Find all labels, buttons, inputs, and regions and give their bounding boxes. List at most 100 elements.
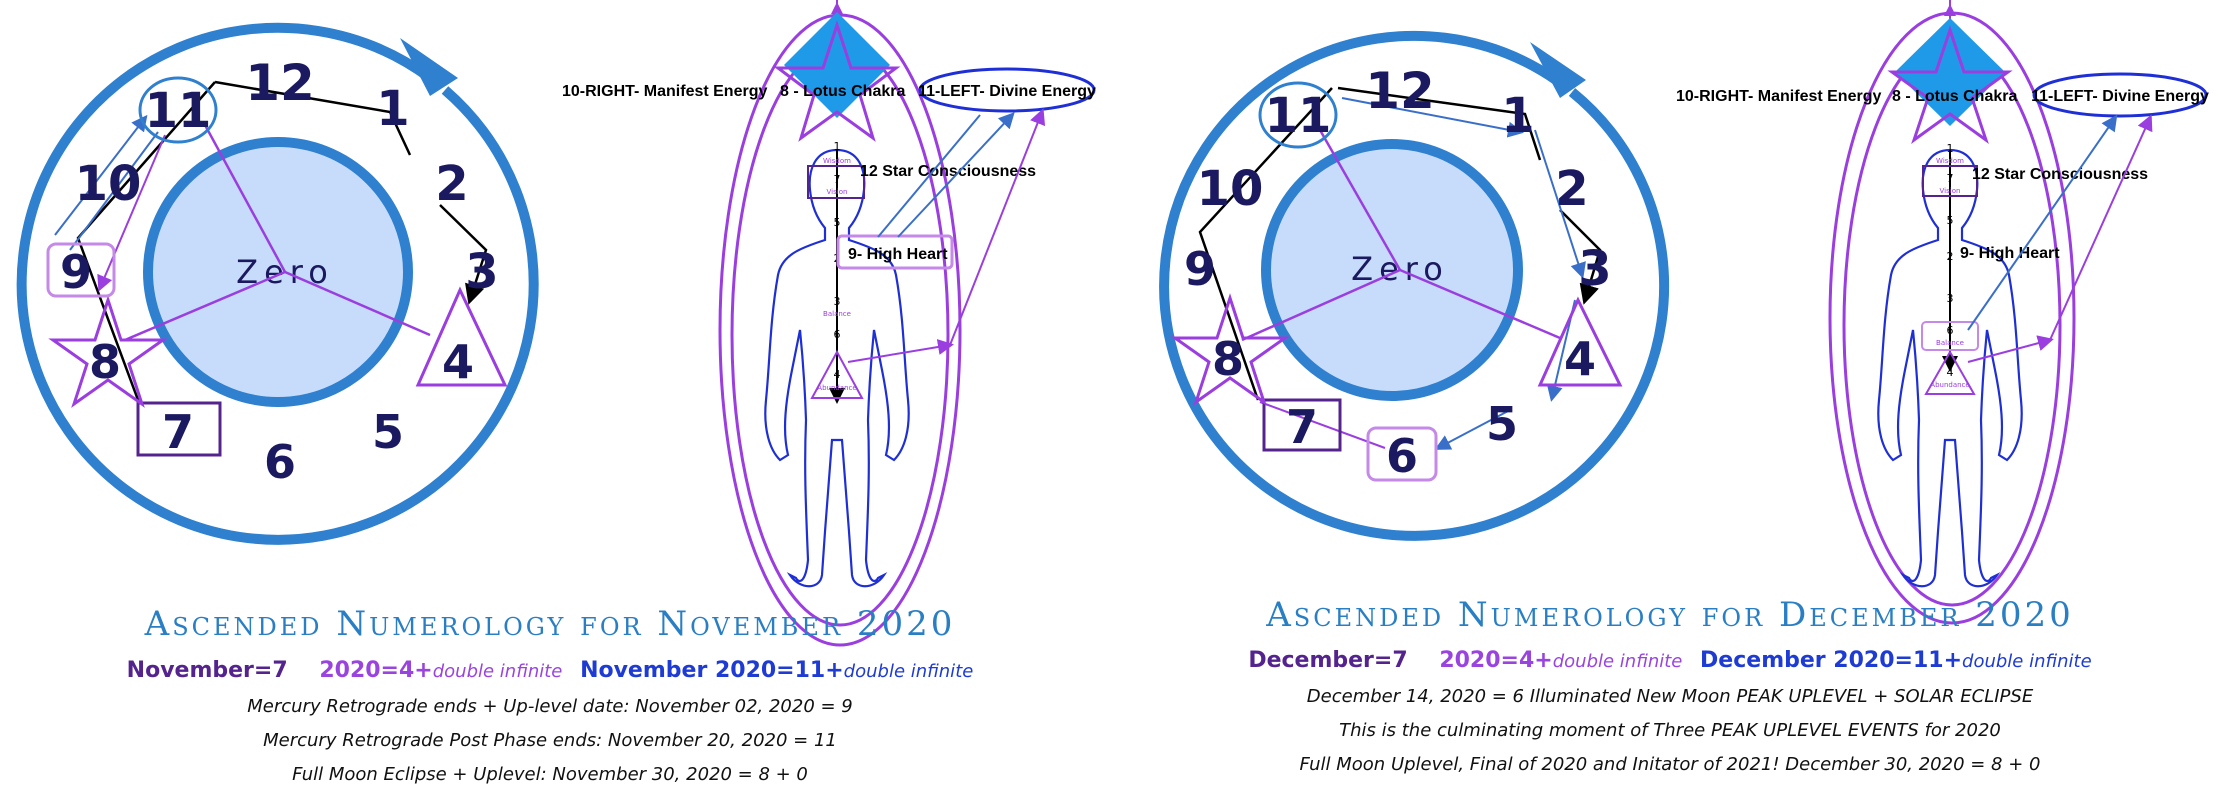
chakra-7-box bbox=[807, 165, 865, 199]
spoke-to-8 bbox=[124, 270, 286, 342]
blue-arrow-9-11b bbox=[69, 131, 159, 251]
lotus-star-icon bbox=[773, 20, 901, 142]
square-7 bbox=[136, 401, 222, 457]
num-2: 2 bbox=[435, 156, 468, 212]
star-consciousness-label: 12 Star Consciousness bbox=[1972, 166, 2148, 183]
num-5: 5 bbox=[1486, 397, 1518, 451]
november-note-1: Mercury Retrograde ends + Up-level date:… bbox=[247, 696, 853, 717]
ring-arrowhead-icon bbox=[400, 38, 458, 96]
num-6: 6 bbox=[1386, 429, 1418, 483]
month-value: December=7 bbox=[1248, 648, 1408, 673]
circle-11 bbox=[138, 76, 218, 144]
month-year-value: December 2020=11+ bbox=[1700, 648, 1963, 673]
blue-arrow-11-1 bbox=[1341, 97, 1524, 138]
chakra-7: 7 bbox=[1947, 172, 1954, 185]
wisdom-label: Wisdom bbox=[823, 157, 851, 165]
spoke-to-4 bbox=[284, 270, 431, 337]
november-summary: November=7 2020=4+double infinite Novemb… bbox=[0, 658, 1100, 683]
december-note-2: This is the culminating moment of Three … bbox=[1339, 720, 2001, 741]
zero-circle bbox=[143, 137, 413, 407]
circle-11 bbox=[1258, 81, 1338, 149]
chakra-2: 2 bbox=[1947, 250, 1954, 263]
num-4: 4 bbox=[442, 335, 474, 389]
december-diagram: Zero 12 1 2 3 4 5 6 7 8 9 bbox=[1159, 0, 2209, 625]
num-8: 8 bbox=[89, 335, 121, 389]
purple-line-6-8 bbox=[1259, 401, 1386, 449]
spoke-to-11 bbox=[203, 124, 287, 273]
chakra-4-triangle bbox=[810, 349, 864, 399]
lotus-chakra-label: 8 - Lotus Chakra bbox=[1892, 88, 2017, 105]
purple-arrow-11-9 bbox=[97, 134, 166, 292]
num-11: 11 bbox=[1265, 88, 1332, 144]
chakra-3: 3 bbox=[1947, 292, 1954, 305]
purple-arrow-divine bbox=[2049, 114, 2153, 341]
year-value: 2020=4+ bbox=[319, 658, 433, 683]
num-2: 2 bbox=[1555, 161, 1588, 217]
box-9 bbox=[46, 242, 116, 298]
chakra-7-box bbox=[1922, 165, 1978, 197]
num-1: 1 bbox=[1501, 88, 1534, 144]
outer-ring bbox=[16, 22, 539, 545]
november-title: Ascended Numerology for November 2020 bbox=[144, 604, 956, 644]
november-diagram: Zero 12 1 2 3 4 5 6 7 8 9 bbox=[16, 0, 1096, 647]
lotus-chakra-label: 8 - Lotus Chakra bbox=[780, 83, 905, 100]
chakra-5: 5 bbox=[834, 216, 841, 229]
triangle-4 bbox=[415, 286, 508, 387]
lotus-diamond-icon bbox=[1895, 18, 2005, 126]
chakra-4: 4 bbox=[834, 368, 841, 381]
body-chakra-diagram: 1 Wisdom 7 Vision 5 2 3 6 Balance 4 Abun… bbox=[1676, 0, 2209, 625]
balance-label: Balance bbox=[1936, 339, 1964, 347]
numerology-wheel: Zero 12 1 2 3 4 5 6 7 8 9 bbox=[1159, 30, 1670, 541]
month-year-suffix: double infinite bbox=[843, 661, 974, 682]
divine-energy-label: 11-LEFT- Divine Energy bbox=[918, 83, 1096, 100]
path-12-to-2 bbox=[214, 80, 412, 156]
chakra-6: 6 bbox=[1947, 324, 1954, 337]
december-note-1: December 14, 2020 = 6 Illuminated New Mo… bbox=[1306, 686, 2034, 707]
wisdom-label: Wisdom bbox=[1936, 157, 1964, 165]
box-6 bbox=[1366, 426, 1438, 482]
num-7: 7 bbox=[1286, 400, 1318, 454]
star-consciousness-label: 12 Star Consciousness bbox=[860, 163, 1036, 180]
spoke-to-8 bbox=[1241, 268, 1401, 342]
zero-circle bbox=[1261, 139, 1523, 401]
month-year-suffix: double infinite bbox=[1962, 651, 2092, 672]
blue-arrow-1-3 bbox=[1534, 129, 1586, 279]
star-8 bbox=[48, 295, 168, 408]
divine-energy-oval bbox=[2032, 72, 2208, 118]
blue-arrow-9-11a bbox=[54, 114, 148, 236]
blue-arrow-b bbox=[897, 112, 1015, 238]
body-chakra-diagram: 1 Wisdom 7 Vision 5 2 3 Balance 6 4 Abun… bbox=[562, 0, 1096, 647]
num-3: 3 bbox=[1578, 241, 1611, 297]
num-5: 5 bbox=[372, 405, 404, 459]
path-2-to-3 bbox=[1559, 209, 1602, 305]
december-title: Ascended Numerology for December 2020 bbox=[1266, 595, 2074, 635]
human-body-outline bbox=[1877, 148, 2023, 588]
vision-label: Vision bbox=[827, 188, 848, 196]
balance-label: Balance bbox=[823, 310, 851, 318]
lotus-star-icon bbox=[1887, 25, 2013, 144]
blue-arrow-heart-divine bbox=[1967, 114, 2118, 331]
num-6: 6 bbox=[264, 435, 296, 489]
december-summary: December=7 2020=4+ double infinite Decemb… bbox=[1120, 648, 2220, 673]
num-11: 11 bbox=[145, 83, 212, 139]
chakra-6: 6 bbox=[834, 328, 841, 341]
high-heart-label: 9- High Heart bbox=[1960, 245, 2060, 262]
manifest-energy-label: 10-RIGHT- Manifest Energy bbox=[1676, 88, 1881, 105]
blue-arrow-a bbox=[877, 114, 981, 238]
year-value: 2020=4+ bbox=[1439, 648, 1553, 673]
crown-arrow-icon bbox=[1944, 4, 1956, 16]
november-note-2: Mercury Retrograde Post Phase ends: Nove… bbox=[263, 730, 837, 751]
triangle-4 bbox=[1537, 296, 1623, 387]
num-12: 12 bbox=[1365, 62, 1435, 120]
star-8 bbox=[1170, 293, 1290, 406]
abundance-label: Abundance bbox=[1930, 381, 1969, 389]
outer-ring bbox=[1159, 30, 1670, 541]
num-7: 7 bbox=[162, 405, 194, 459]
year-suffix: double infinite bbox=[432, 661, 563, 682]
crown-arrow-icon bbox=[831, 2, 843, 14]
manifest-energy-label: 10-RIGHT- Manifest Energy bbox=[562, 83, 767, 100]
human-body-outline bbox=[764, 148, 910, 588]
ring-arrowhead-icon bbox=[1530, 42, 1586, 98]
vision-label: Vision bbox=[1940, 187, 1961, 195]
chakra-4-triangle bbox=[1924, 349, 1976, 395]
